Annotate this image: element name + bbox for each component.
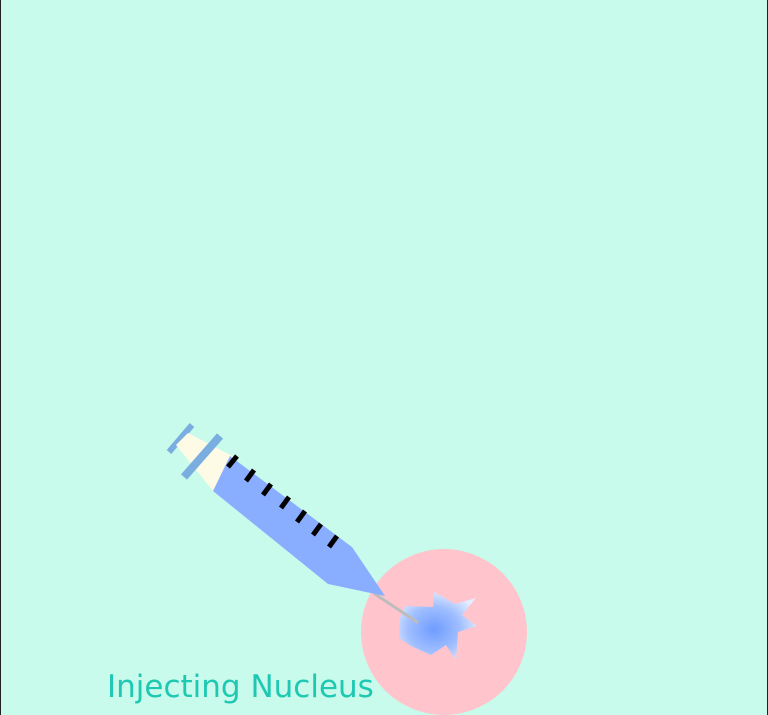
syringe-barrel <box>213 456 385 596</box>
caption-label: Injecting Nucleus <box>107 669 374 705</box>
nucleus-icon <box>399 592 477 660</box>
syringe-thumb-flange <box>166 423 195 454</box>
syringe-graduation-marks <box>226 454 340 549</box>
syringe-icon <box>166 423 385 596</box>
syringe-barrel-flange <box>180 433 224 480</box>
needle <box>373 592 419 624</box>
